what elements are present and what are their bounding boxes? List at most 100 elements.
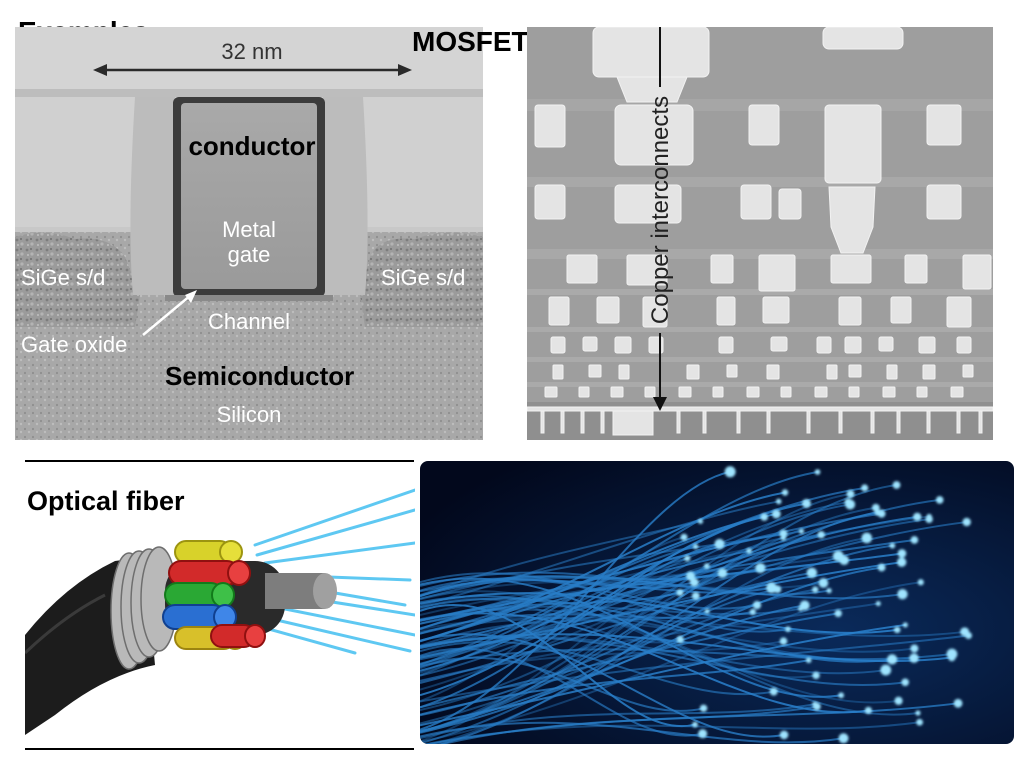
metal-gate-label: Metal [222, 217, 276, 242]
fiber-strand [420, 470, 731, 731]
fiber-tip [846, 489, 855, 498]
fiber-strand [420, 500, 779, 607]
fiber-tip [877, 563, 886, 572]
fiber-tip [766, 582, 777, 594]
fiber-strand [420, 616, 915, 653]
optical-fiber-label: Optical fiber [27, 486, 185, 516]
fiber-strand [420, 590, 817, 679]
section-divider-top [25, 460, 414, 462]
fiber-tip [812, 586, 819, 593]
fiber-tip [916, 718, 924, 726]
fiber-tip [892, 481, 901, 489]
fiber-strand [420, 616, 965, 637]
fiber-strand [420, 501, 849, 666]
glowing-fiber-bundle-image [420, 461, 1014, 744]
fiber-tip [755, 562, 766, 574]
fiber-strand [420, 633, 952, 663]
fiber-tip [812, 671, 820, 680]
fiber-strand [420, 487, 865, 635]
fiber-strand [420, 640, 784, 683]
fiber-tip [880, 664, 892, 676]
fiber-strand [420, 595, 899, 704]
fiber-tip [953, 698, 963, 708]
fiber-tip [826, 588, 832, 594]
fiber-tip [806, 567, 818, 579]
fiber-strand [437, 511, 878, 744]
fiber-tip [699, 704, 708, 712]
fiber-tip [902, 622, 908, 628]
fiber-tip [779, 730, 789, 740]
fiber-tip [893, 626, 901, 634]
sige-right-label: SiGe s/d [381, 265, 465, 290]
fiber-strand [420, 597, 893, 663]
fiber-tip [838, 733, 849, 744]
fiber-tip [724, 466, 736, 478]
sige-left-label: SiGe s/d [21, 265, 105, 290]
fiber-tip [698, 729, 708, 739]
fiber-tip [746, 548, 752, 554]
metal-gate-label-line2: gate [228, 242, 271, 267]
fiber-strand [420, 483, 897, 732]
fiber-tip [889, 542, 896, 549]
fiber-strand [420, 603, 696, 728]
fiber-tip [691, 592, 700, 600]
fiber-tip [894, 696, 903, 705]
channel-label: Channel [208, 309, 290, 334]
fiber-tip [874, 509, 881, 516]
fiber-tip [917, 579, 924, 586]
fiber-strand [420, 498, 940, 661]
fiber-tip [781, 489, 789, 496]
fiber-tip [775, 498, 782, 505]
fiber-tip [875, 601, 881, 607]
copper-interconnects-label: Copper interconnects [647, 96, 674, 324]
fiber-tip [680, 533, 688, 541]
fiber-tip [769, 687, 778, 696]
fiber-strand [420, 567, 761, 691]
fiber-strand [420, 577, 758, 610]
fiber-tip [676, 589, 684, 597]
fiber-tip [686, 571, 696, 581]
fiber-strand [420, 536, 784, 733]
fiber-strand [420, 591, 681, 631]
fiber-tip [717, 568, 728, 578]
fiber-strand [438, 705, 818, 744]
fiber-tip [901, 678, 909, 687]
fiber-tip [749, 608, 756, 616]
fiber-tip [909, 653, 919, 663]
fiber-tip [703, 563, 710, 570]
fiber-strand [420, 555, 839, 616]
fiber-strand [420, 597, 681, 644]
section-divider-bottom [25, 748, 414, 750]
fiber-tip [910, 536, 919, 544]
fiber-tip [798, 528, 805, 534]
fiber-strand [420, 623, 906, 727]
fiber-tip [779, 529, 788, 538]
tem-transistor-image: 32 nm conductor Metal gate SiGe s/d SiGe… [15, 27, 483, 440]
fiber-tip [752, 600, 762, 610]
fiber-tip [801, 498, 811, 508]
fiber-tip [814, 469, 821, 475]
fiber-tip [897, 588, 908, 600]
fiber-tip [845, 499, 856, 510]
fiber-strand [420, 647, 703, 737]
fiber-tip [798, 606, 804, 612]
fiber-tip [676, 635, 684, 644]
fiber-tip [785, 626, 791, 632]
fiber-strand [420, 571, 830, 596]
copper-interconnects-image: Copper interconnects [526, 26, 994, 440]
fiber-strand [420, 602, 879, 682]
fiber-tip [817, 531, 825, 539]
fiber-strand [429, 536, 867, 744]
fiber-tip [962, 517, 971, 527]
fiber-tip [838, 692, 845, 699]
fiber-tip [910, 644, 919, 653]
fiber-strand [420, 492, 851, 734]
fiber-tip [834, 609, 842, 618]
fiber-strand [420, 588, 778, 744]
fiber-tip [925, 515, 933, 523]
fiber-tip [771, 509, 781, 519]
fiber-tip [887, 654, 898, 665]
fiber-tip [714, 538, 725, 550]
fiber-tip [704, 608, 710, 614]
fiber-tip [697, 518, 704, 524]
